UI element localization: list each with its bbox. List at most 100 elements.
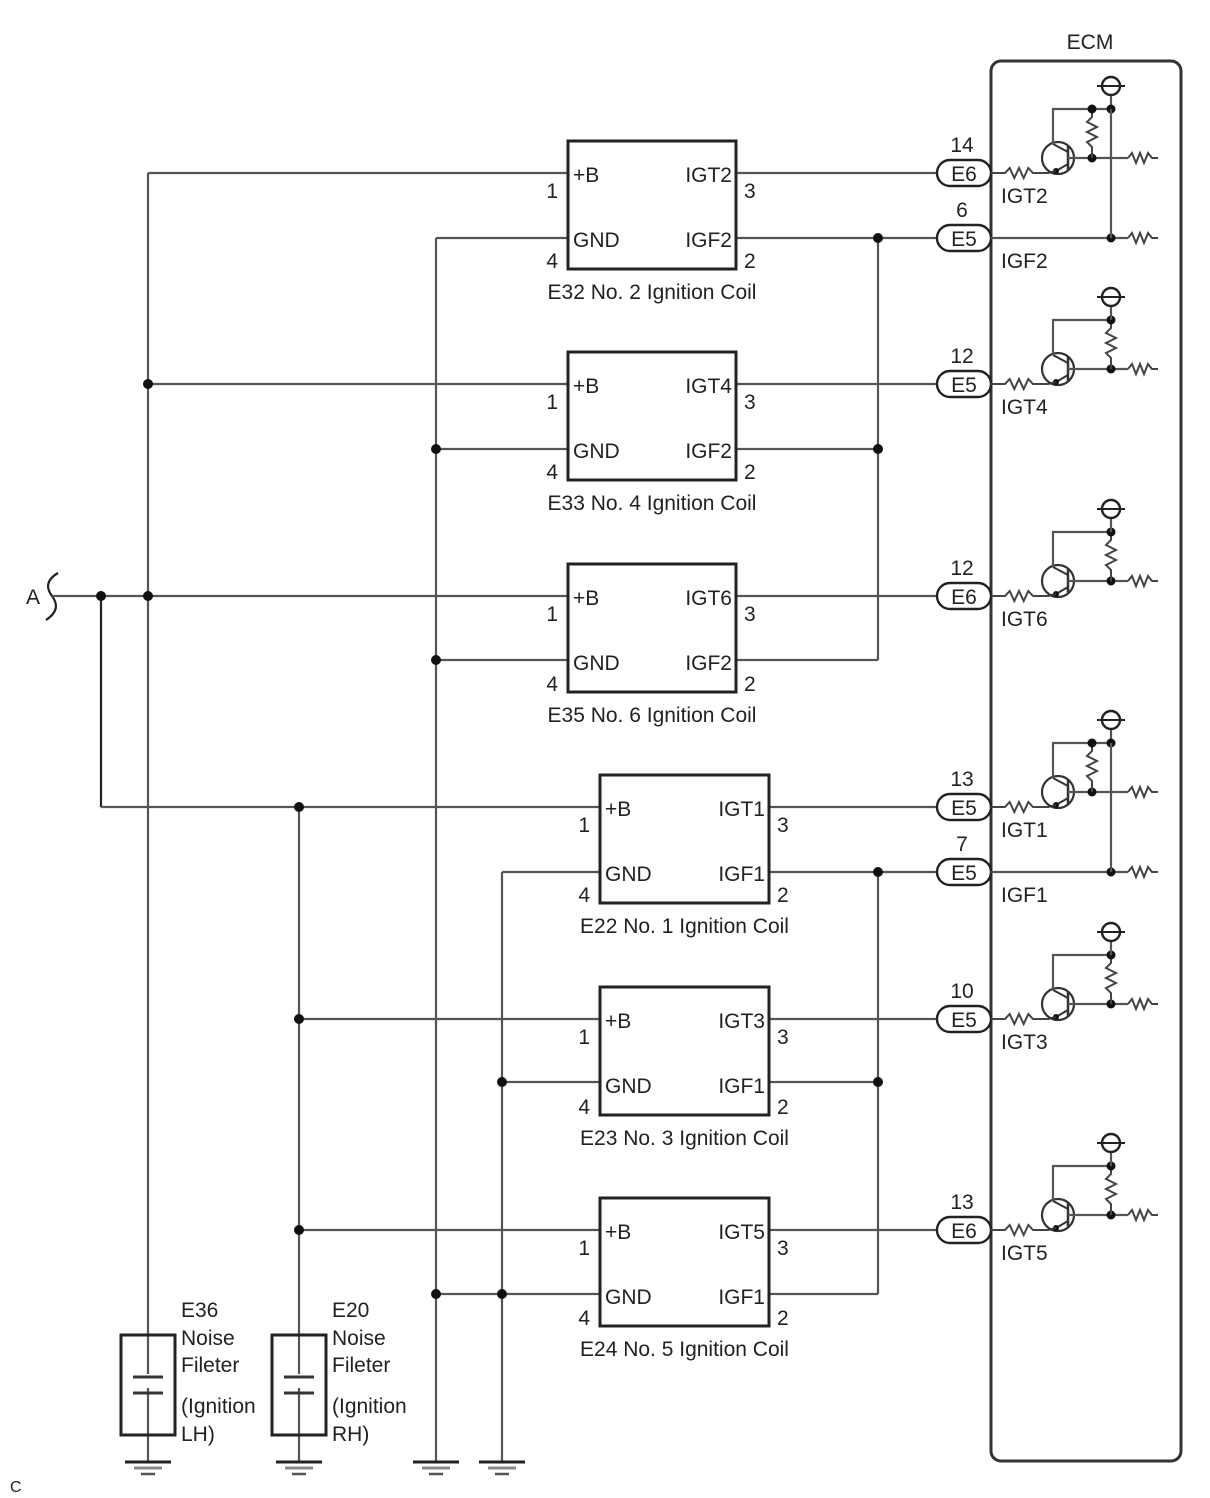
ground-icon <box>479 1460 525 1476</box>
resistor-icon <box>1103 320 1119 369</box>
pin-gnd-label: GND <box>605 1075 652 1098</box>
pin-bplus-label: +B <box>573 164 599 187</box>
coil-box <box>598 1196 771 1328</box>
pin-number: 3 <box>744 180 756 203</box>
pin-igf-label: IGF2 <box>685 440 732 463</box>
resistor-icon <box>991 1011 1048 1027</box>
pin-bplus-label: +B <box>605 1221 631 1244</box>
wiring <box>45 171 938 1462</box>
ecm-signal-label: IGT5 <box>1001 1242 1048 1265</box>
resistor-icon <box>1127 784 1158 800</box>
pin-number: 4 <box>578 1096 590 1119</box>
resistor-icon <box>991 588 1048 604</box>
ecm-box <box>989 59 1183 1463</box>
filter-label-line: (Ignition <box>181 1395 256 1418</box>
pin-gnd-label: GND <box>573 652 620 675</box>
pin-igt-label: IGT3 <box>718 1010 765 1033</box>
resistor-icon <box>1103 955 1119 1004</box>
pin-number: 4 <box>546 461 558 484</box>
connector-label: E5 <box>951 374 977 397</box>
pin-number: 2 <box>777 1096 789 1119</box>
pin-number: 2 <box>744 673 756 696</box>
pin-igf-label: IGF1 <box>718 1075 765 1098</box>
ecm-title: ECM <box>1067 31 1114 54</box>
filter-label-line: (Ignition <box>332 1395 407 1418</box>
connector-label: E6 <box>951 586 977 609</box>
pin-igt-label: IGT4 <box>685 375 732 398</box>
coil-name: E22 No. 1 Ignition Coil <box>580 915 789 938</box>
pin-number: 1 <box>546 603 558 626</box>
ecm-signals: E614IGT2E56IGF2E512IGT4E612IGT6E513IGT1E… <box>935 75 1158 1265</box>
ecm-pin-number: 10 <box>950 980 973 1003</box>
pin-number: 2 <box>744 461 756 484</box>
pin-igf-label: IGF2 <box>685 652 732 675</box>
pin-number: 1 <box>578 1237 590 1260</box>
pin-bplus-label: +B <box>573 587 599 610</box>
resistor-icon <box>991 376 1048 392</box>
pin-gnd-label: GND <box>573 229 620 252</box>
coil-box <box>598 985 771 1117</box>
coil-name: E33 No. 4 Ignition Coil <box>548 492 757 515</box>
pin-number: 3 <box>744 391 756 414</box>
resistor-icon <box>1127 1207 1158 1223</box>
ground-icon <box>125 1460 171 1476</box>
pin-gnd-label: GND <box>605 863 652 886</box>
ecm-signal-label: IGT2 <box>1001 185 1048 208</box>
pin-number: 2 <box>777 884 789 907</box>
resistor-icon <box>1103 1166 1119 1215</box>
ecm-pin-number: 7 <box>956 833 968 856</box>
resistor-icon <box>1127 150 1158 166</box>
pin-number: 1 <box>546 180 558 203</box>
resistor-icon <box>991 1222 1048 1238</box>
pin-number: 2 <box>744 250 756 273</box>
pin-number: 1 <box>578 814 590 837</box>
filter-label-line: Noise <box>332 1327 386 1350</box>
pin-igf-label: IGF1 <box>718 1286 765 1309</box>
ecm-signal-label: IGT4 <box>1001 396 1048 419</box>
coil-name: E23 No. 3 Ignition Coil <box>580 1127 789 1150</box>
pin-number: 1 <box>578 1026 590 1049</box>
connector-label: E5 <box>951 862 977 885</box>
ecm-pin-number: 13 <box>950 768 973 791</box>
resistor-icon <box>1103 532 1119 581</box>
pin-number: 4 <box>546 250 558 273</box>
junction-dots <box>96 233 883 1299</box>
filter-label-line: E20 <box>332 1299 369 1322</box>
coil-name: E24 No. 5 Ignition Coil <box>580 1338 789 1361</box>
filter-label-line: Fileter <box>332 1354 390 1377</box>
connector-label: E5 <box>951 228 977 251</box>
coil-box <box>566 350 738 482</box>
ecm-pin-number: 14 <box>950 134 974 157</box>
ecm-signal-label: IGT3 <box>1001 1031 1048 1054</box>
ecm-pin-number: 12 <box>950 345 973 368</box>
filter-label-line: LH) <box>181 1423 215 1446</box>
ecm-pin-number: 13 <box>950 1191 973 1214</box>
coil-name: E35 No. 6 Ignition Coil <box>548 704 757 727</box>
pin-igf-label: IGF2 <box>685 229 732 252</box>
resistor-icon <box>1084 109 1100 158</box>
pin-number: 3 <box>744 603 756 626</box>
resistor-icon <box>991 165 1048 181</box>
ecm-signal-label: IGT1 <box>1001 819 1048 842</box>
resistor-icon <box>1127 573 1158 589</box>
pin-bplus-label: +B <box>573 375 599 398</box>
pin-gnd-label: GND <box>605 1286 652 1309</box>
ground-icon <box>276 1460 322 1476</box>
ecm-signal-label: IGF1 <box>1001 884 1048 907</box>
pin-number: 3 <box>777 814 789 837</box>
filter-box <box>119 1333 177 1437</box>
